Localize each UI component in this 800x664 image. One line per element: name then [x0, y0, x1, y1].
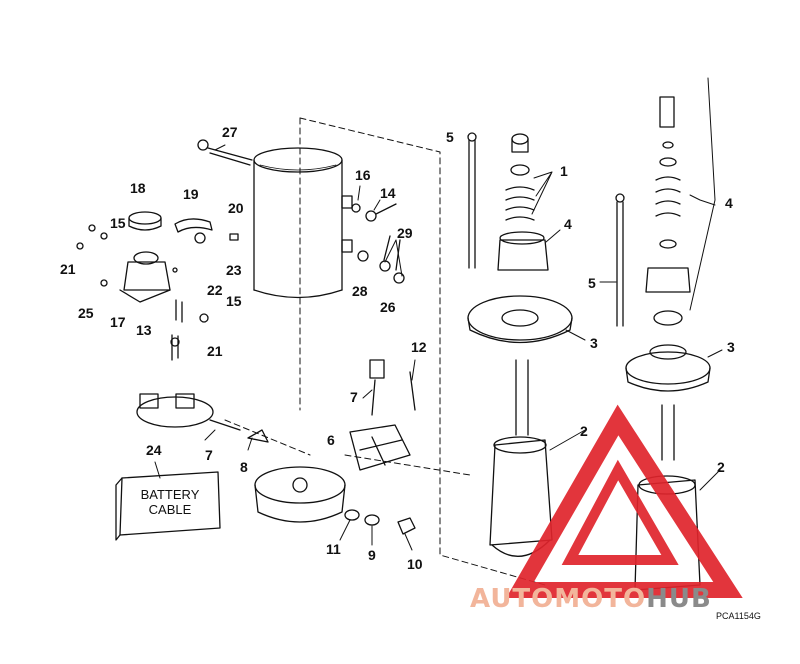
callout-20: 20: [228, 200, 244, 216]
callout-7-lower: 7: [205, 447, 213, 463]
callout-2-right: 2: [717, 459, 725, 475]
leader-lines: [154, 77, 723, 551]
drive-assembly-right: [615, 96, 711, 591]
figure-code: PCA1154G: [716, 611, 761, 621]
callout-8: 8: [240, 459, 248, 475]
callout-13: 13: [136, 322, 152, 338]
watermark: AUTOMOTOHUB: [470, 584, 712, 614]
callout-27: 27: [222, 124, 238, 140]
callout-29: 29: [397, 225, 413, 241]
callout-26: 26: [380, 299, 396, 315]
callout-24: 24: [146, 442, 162, 458]
callout-7-upper: 7: [350, 389, 358, 405]
callout-6: 6: [327, 432, 335, 448]
end-cap: [247, 429, 346, 523]
callout-23: 23: [226, 262, 242, 278]
callout-19: 19: [183, 186, 199, 202]
callout-15-upper: 15: [110, 215, 126, 231]
callout-17: 17: [110, 314, 126, 330]
washers-and-nut: [344, 509, 416, 535]
assembly-guide-lines: [224, 117, 546, 586]
watermark-text-automoto: AUTOMOTO: [470, 584, 647, 614]
callout-21-lower: 21: [207, 343, 223, 359]
callout-11: 11: [326, 541, 341, 557]
callout-22: 22: [207, 282, 223, 298]
solenoid-assembly: [76, 211, 239, 361]
frame-housing: [253, 147, 353, 299]
callout-16: 16: [355, 167, 371, 183]
battery-cable-label: BATTERY CABLE: [124, 487, 216, 517]
callout-25: 25: [78, 305, 94, 321]
brush-plate: [349, 359, 416, 471]
callout-12: 12: [411, 339, 427, 355]
watermark-text-hub: HUB: [646, 584, 712, 614]
callout-4-right: 4: [725, 195, 733, 211]
callout-2-left: 2: [580, 423, 588, 439]
drive-assembly-left: [467, 132, 573, 558]
callout-28: 28: [352, 283, 368, 299]
battery-label-line2: CABLE: [148, 502, 192, 517]
battery-cable-assembly: [115, 393, 241, 541]
callout-3-right: 3: [727, 339, 735, 355]
watermark-triangle: [506, 404, 743, 598]
callout-21-upper: 21: [60, 261, 76, 277]
callout-1: 1: [560, 163, 568, 179]
callout-4-left: 4: [564, 216, 572, 232]
callout-3-left: 3: [590, 335, 598, 351]
callout-10: 10: [407, 556, 423, 572]
callout-18: 18: [130, 180, 146, 196]
callout-9: 9: [368, 547, 376, 563]
callout-14: 14: [380, 185, 396, 201]
through-bolt-27: [197, 139, 253, 166]
callout-5-left: 5: [446, 129, 454, 145]
battery-label-line1: BATTERY: [140, 487, 200, 502]
callout-5-right: 5: [588, 275, 596, 291]
callout-15-lower: 15: [226, 293, 242, 309]
